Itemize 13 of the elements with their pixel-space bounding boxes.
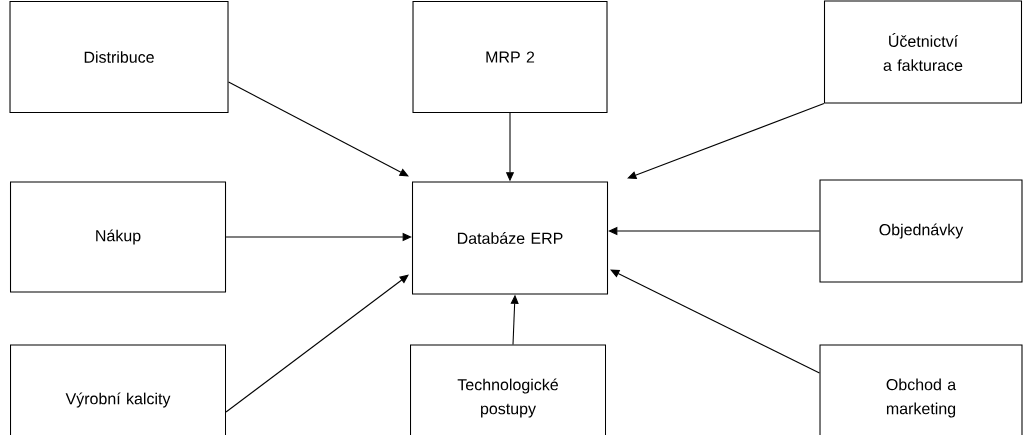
process-box: MRP 2 [412, 0, 608, 114]
arrow [627, 103, 825, 180]
process-box: Technologické postupy [409, 344, 607, 435]
arrow [228, 81, 409, 177]
process-box: Obchod a marketing [819, 344, 1023, 435]
process-box: Výrobní kalcity [9, 344, 227, 435]
process-box: Účetnictví a fakturace [823, 0, 1023, 104]
process-box: Databáze ERP [411, 181, 609, 295]
arrow [225, 274, 409, 413]
process-box: Objednávky [819, 179, 1023, 283]
arrow [610, 269, 820, 374]
process-box: Nákup [9, 181, 227, 293]
process-box: Distribuce [9, 0, 229, 114]
